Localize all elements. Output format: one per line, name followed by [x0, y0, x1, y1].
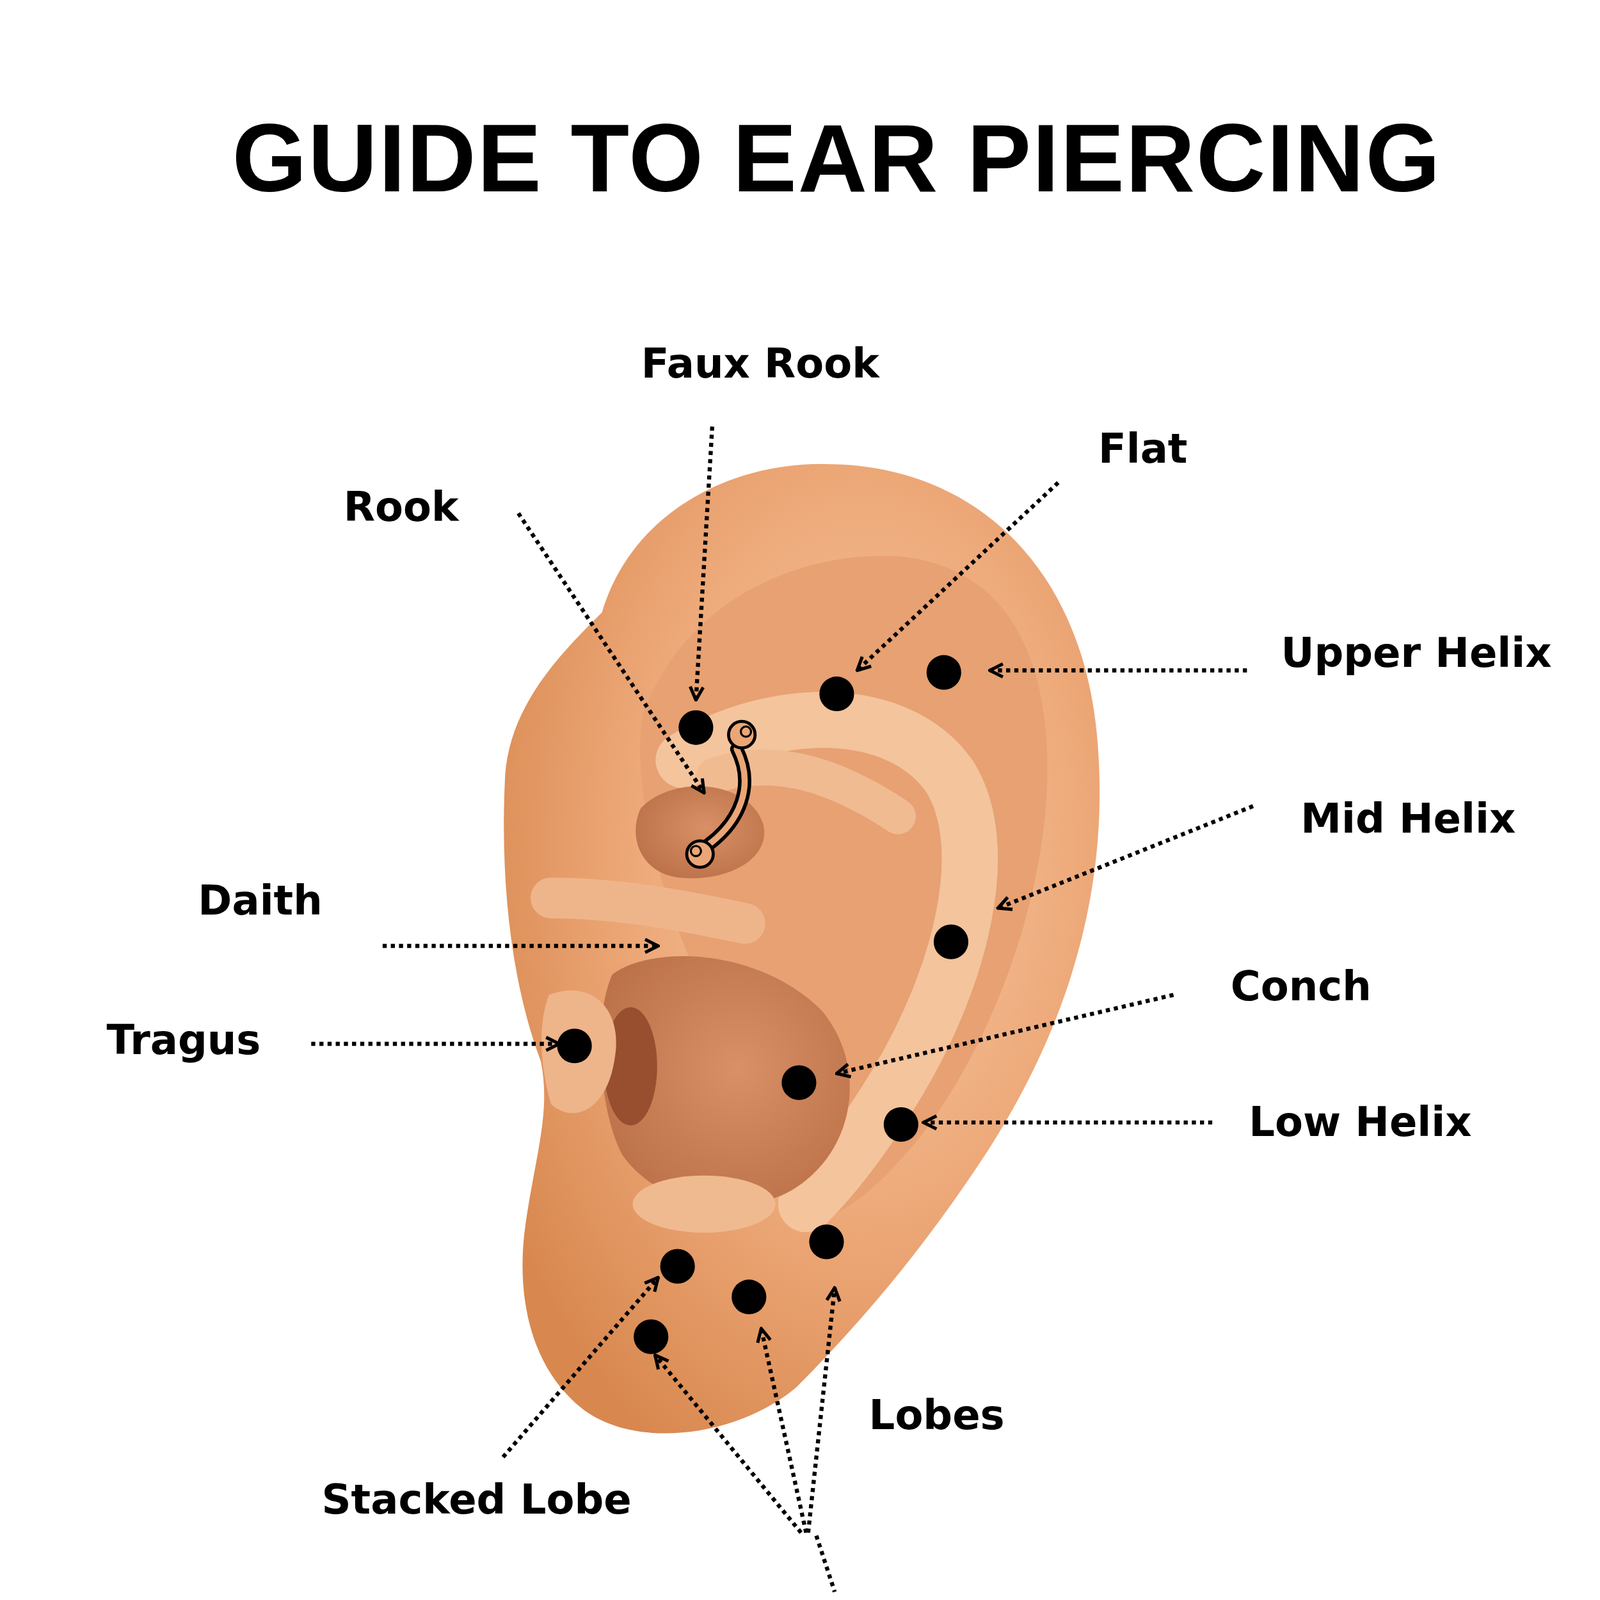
leader-line — [923, 1120, 1213, 1125]
piercing-dot — [678, 710, 713, 745]
leader-line — [836, 995, 1174, 1074]
part-label: Lobes — [853, 1385, 1021, 1446]
part-label: Tragus — [91, 1010, 277, 1071]
helix-crus — [551, 897, 745, 924]
part-label: Faux Rook — [625, 334, 895, 395]
leader-line — [311, 1041, 559, 1046]
part-label: Low Helix — [1233, 1092, 1487, 1153]
antitragus — [632, 1175, 776, 1233]
part-label: Flat — [1082, 419, 1203, 480]
ear-outline — [503, 464, 1100, 1434]
part-label: Rook — [328, 477, 475, 538]
barbell-ball — [686, 840, 713, 868]
leader-line — [808, 1287, 835, 1533]
piercing-dot — [933, 924, 969, 960]
piercing-dot — [819, 676, 854, 712]
leader-lines — [311, 426, 1254, 1533]
leader-line — [856, 482, 1058, 671]
part-label: Upper Helix — [1265, 623, 1568, 684]
title: GUIDE TO EAR PIERCING — [206, 101, 1467, 216]
leader-line — [503, 1277, 658, 1458]
piercing-dot — [731, 1279, 767, 1314]
piercing-dot — [808, 1224, 844, 1259]
leader-line — [518, 513, 704, 793]
part-label: Conch — [1215, 956, 1387, 1017]
rook-barbell — [708, 748, 745, 845]
piercing-dot — [557, 1028, 592, 1064]
part-label: Mid Helix — [1285, 789, 1531, 850]
cavum-concha — [600, 956, 850, 1206]
part-label: Daith — [182, 871, 338, 932]
piercing-dot — [883, 1107, 919, 1142]
rook-barbell-inner — [708, 748, 745, 845]
part-label: Stacked Lobe — [306, 1470, 648, 1531]
piercing-dot — [633, 1319, 669, 1355]
piercing-dot — [781, 1065, 816, 1101]
piercing-dot — [926, 655, 962, 690]
barbell-ball — [728, 721, 755, 748]
leader-line — [695, 426, 713, 700]
barbell-ball — [741, 726, 752, 737]
leader-line — [655, 1354, 802, 1533]
leader-line — [816, 1536, 836, 1593]
leader-line — [997, 806, 1254, 909]
leader-line — [990, 668, 1248, 672]
piercing-dot — [660, 1249, 696, 1284]
leader-line — [382, 944, 658, 948]
piercing-dots — [557, 655, 969, 1355]
leader-line — [760, 1328, 806, 1533]
tragus-shape — [541, 990, 617, 1113]
barbell-ball — [690, 846, 701, 857]
